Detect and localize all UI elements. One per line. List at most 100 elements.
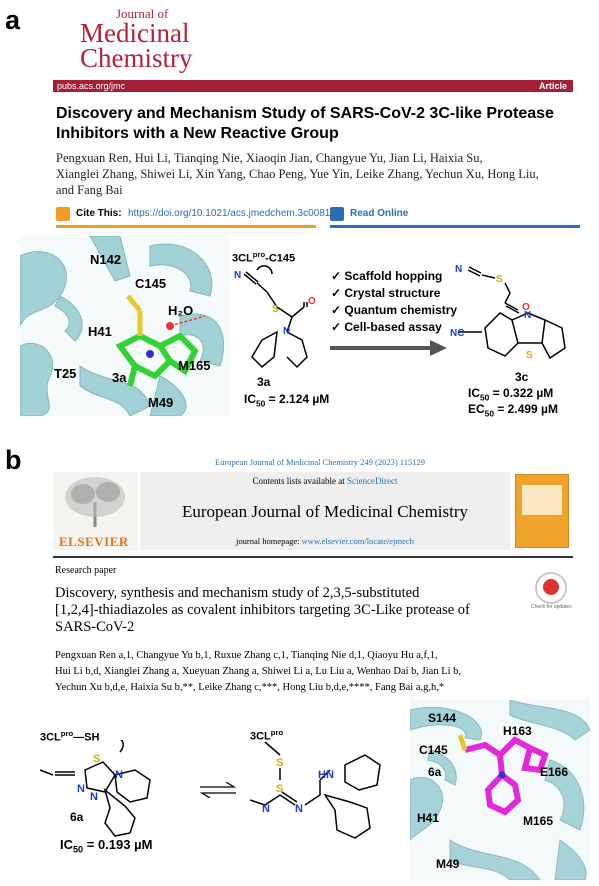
header-divider xyxy=(53,556,573,558)
svg-text:N: N xyxy=(283,326,290,337)
compound-3a-name: 3a xyxy=(257,375,271,389)
label-h163: H163 xyxy=(503,724,532,738)
paper-a-authors: Pengxuan Ren, Hui Li, Tianqing Nie, Xiao… xyxy=(56,150,586,198)
checklist-item: ✓ Crystal structure xyxy=(331,286,441,300)
ic50-3c: IC50 = 0.322 µM xyxy=(468,386,554,403)
ic50-3a-label: IC xyxy=(244,392,256,406)
label-6a-protein: 6a xyxy=(428,765,442,779)
structure-3a: N S O N xyxy=(234,265,316,369)
label-m49-b: M49 xyxy=(436,857,460,871)
elsevier-tree-icon xyxy=(65,477,125,527)
method-checklist: ✓ Scaffold hopping ✓ Crystal structure ✓… xyxy=(331,268,457,336)
svg-text:S: S xyxy=(276,757,283,769)
label-h41-b: H41 xyxy=(417,811,440,825)
equilibrium-arrows-icon xyxy=(199,782,237,798)
label-c145: C145 xyxy=(135,276,167,291)
reactive-sup: pro xyxy=(252,250,266,259)
svg-text:O: O xyxy=(522,302,530,313)
paper-b-title-line3: SARS-CoV-2 xyxy=(55,619,135,635)
elsevier-logo: ELSEVIER xyxy=(53,472,138,550)
homepage-link[interactable]: www.elsevier.com/locate/ejmech xyxy=(301,536,414,546)
checklist-item: ✓ Scaffold hopping xyxy=(331,269,443,283)
paper-b-authors: Pengxuan Ren a,1, Changyue Yu b,1, Ruxue… xyxy=(55,648,575,696)
svg-text:N: N xyxy=(455,264,462,275)
structure-adduct: S S N HN N xyxy=(250,741,381,839)
compound-3c-name: 3c xyxy=(515,370,529,384)
ic50-6a-value: = 0.193 µM xyxy=(86,837,153,852)
cite-doi-link[interactable]: https://doi.org/10.1021/acs.jmedchem.3c0… xyxy=(128,208,336,219)
reactive-enzyme: 3CL xyxy=(232,252,253,265)
acs-url[interactable]: pubs.acs.org/jmc xyxy=(57,81,126,91)
ejmc-journal-name: European Journal of Medicinal Chemistry xyxy=(181,502,469,521)
svg-text:N: N xyxy=(262,803,270,815)
protein-structure-a xyxy=(20,236,230,416)
paper-b-title: Discovery, synthesis and mechanism study… xyxy=(55,585,530,636)
svg-text:S: S xyxy=(93,753,100,765)
check-updates-label[interactable]: Check for updates xyxy=(531,604,572,610)
label-s144: S144 xyxy=(428,711,457,725)
label-h41: H41 xyxy=(88,324,112,339)
protein-structure-b xyxy=(410,700,590,880)
journal-name-medicinal: Medicinal xyxy=(80,18,190,48)
research-paper-label: Research paper xyxy=(55,565,117,576)
label-h2o: H₂O xyxy=(168,303,194,318)
ligand-3a-sticks xyxy=(115,294,199,387)
svg-text:N: N xyxy=(90,791,98,803)
check-updates-icon xyxy=(543,579,559,595)
ejmc-citation[interactable]: European Journal of Medicinal Chemistry … xyxy=(215,457,426,467)
cite-this-bar: Cite This: https://doi.org/10.1021/acs.j… xyxy=(56,205,336,228)
svg-text:N: N xyxy=(524,310,531,321)
svg-text:O: O xyxy=(308,296,316,307)
paper-b-authors-line2: Hui Li b,d, Xianglei Zhang a, Xueyuan Zh… xyxy=(55,666,462,677)
ec50-3c-value: = 2.499 µM xyxy=(497,402,558,416)
ic50-3a-value: = 2.124 µM xyxy=(268,392,330,406)
label-n142: N142 xyxy=(90,252,122,267)
reactive-cys-label: 3CLpro-C145 xyxy=(232,250,295,265)
svg-text:S: S xyxy=(276,783,283,795)
ic50-6a: IC50 = 0.193 µM xyxy=(60,837,153,855)
acs-header-bar: pubs.acs.org/jmc Article xyxy=(53,80,573,92)
paper-a-title-line1: Discovery and Mechanism Study of SARS-Co… xyxy=(56,105,554,122)
svg-text:N: N xyxy=(115,769,123,781)
journal-of-label: Journal of xyxy=(116,6,169,21)
paper-b-title-line1: Discovery, synthesis and mechanism study… xyxy=(55,585,420,601)
label-c145-b: C145 xyxy=(419,743,448,757)
panel-a-letter: a xyxy=(5,5,21,35)
paper-b-authors-line1: Pengxuan Ren a,1, Changyue Yu b,1, Ruxue… xyxy=(55,650,438,661)
journal-masthead: Contents lists available at ScienceDirec… xyxy=(140,472,510,550)
article-tag: Article xyxy=(538,81,567,91)
contents-line: Contents lists available at ScienceDirec… xyxy=(252,476,398,486)
paper-a-authors-line3: and Fang Bai xyxy=(56,183,123,197)
homepage-line: journal homepage: www.elsevier.com/locat… xyxy=(236,536,414,546)
reactive-suffix: -C145 xyxy=(265,252,296,265)
cite-label: Cite This: xyxy=(76,208,122,219)
label-m165: M165 xyxy=(178,358,211,373)
check-updates-button[interactable] xyxy=(535,572,567,604)
ic50-3c-value: = 0.322 µM xyxy=(492,386,554,400)
structure-3c: N S O N S NC xyxy=(450,264,566,361)
journal-name-chemistry: Chemistry xyxy=(80,43,193,73)
paper-b-title-line2: [1,2,4]-thiadiazoles as covalent inhibit… xyxy=(55,602,470,618)
panel-b-letter: b xyxy=(5,445,22,475)
label-e166: E166 xyxy=(540,765,569,779)
ic50-3a: IC50 = 2.124 µM xyxy=(244,392,330,409)
enzyme-sh-label: 3CLpro—SH xyxy=(40,729,100,744)
svg-text:S: S xyxy=(526,350,533,361)
paper-a-title-line2: Inhibitors with a New Reactive Group xyxy=(56,125,339,142)
journal-cover-thumbnail xyxy=(515,474,569,548)
ec50-3c: EC50 = 2.499 µM xyxy=(468,402,558,419)
read-online-label[interactable]: Read Online xyxy=(350,208,409,219)
ligand-6a-sticks xyxy=(457,734,549,816)
svg-text:HN: HN xyxy=(318,769,334,781)
svg-text:S: S xyxy=(272,304,279,315)
svg-text:N: N xyxy=(295,803,303,815)
svg-text:N: N xyxy=(77,783,85,795)
svg-text:S: S xyxy=(496,274,503,285)
paper-a-title: Discovery and Mechanism Study of SARS-Co… xyxy=(56,104,586,144)
sciencedirect-link[interactable]: ScienceDirect xyxy=(347,476,398,486)
compound-6a-name: 6a xyxy=(70,810,84,824)
label-3a-protein: 3a xyxy=(112,370,127,385)
label-m49: M49 xyxy=(148,395,174,410)
read-online-bar[interactable]: Read Online xyxy=(330,205,580,228)
cite-icon xyxy=(56,207,70,221)
